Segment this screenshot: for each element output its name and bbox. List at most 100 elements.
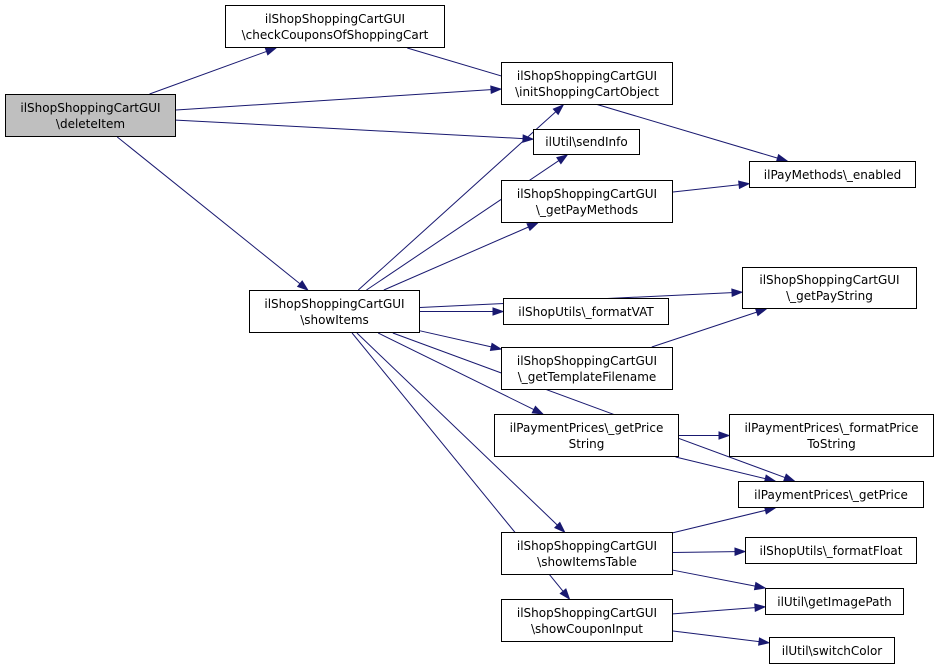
node-line: \_getTemplateFilename (517, 369, 657, 384)
edge-line (419, 330, 492, 348)
arrowhead-icon (738, 180, 751, 190)
edge-showItems-to-formatVAT (420, 307, 505, 316)
node-formatPriceToString[interactable]: ilPaymentPrices\_formatPrice ToString (729, 414, 934, 457)
edge-showItemsTable-to-getImagePath (672, 569, 767, 591)
edge-line (383, 226, 529, 291)
node-line: ilShopShoppingCartGUI (516, 605, 658, 620)
node-getPayString[interactable]: ilShopShoppingCartGUI \_getPayString (742, 267, 917, 309)
edge-getPriceString-to-formatPrice (679, 431, 731, 440)
arrowhead-icon (734, 547, 747, 556)
edge-line (356, 332, 558, 526)
node-line: ilPayMethods\_enabled (763, 167, 902, 182)
node-line: ilShopShoppingCartGUI (516, 186, 658, 201)
edge-showItems-to-getPriceString (377, 332, 545, 415)
arrowhead-icon (552, 104, 565, 116)
edge-showItems-to-getPrice (392, 332, 796, 482)
node-line: \showItems (300, 312, 369, 327)
arrowhead-icon (754, 603, 767, 612)
edge-deleteItem-to-initCart (175, 85, 503, 111)
arrowhead-icon (753, 581, 767, 591)
node-deleteItem[interactable]: ilShopShoppingCartGUI \deleteItem (5, 94, 176, 137)
edge-showCouponInput-to-getImagePath (672, 603, 767, 615)
edge-deleteItem-to-showItems (116, 136, 309, 291)
node-getPayMethods[interactable]: ilShopShoppingCartGUI \_getPayMethods (501, 180, 673, 223)
edge-showItemsTable-to-formatFloat (672, 547, 747, 556)
edge-line (672, 509, 766, 534)
edge-deleteItem-to-checkCoupons (149, 47, 278, 95)
node-switchColor[interactable]: ilUtil\switchColor (769, 637, 895, 664)
node-line: ilPaymentPrices\_formatPrice (744, 420, 919, 435)
node-formatFloat[interactable]: ilShopUtils\_formatFloat (745, 537, 917, 564)
node-getPrice[interactable]: ilPaymentPrices\_getPrice (738, 481, 924, 508)
node-line: \showItemsTable (537, 554, 637, 569)
edge-showItems-to-showItemsTable (356, 332, 566, 534)
node-line: \_getPayString (786, 289, 873, 303)
node-line: ilPaymentPrices\_getPrice (509, 420, 664, 435)
edge-deleteItem-to-sendInfo (175, 119, 535, 143)
edge-line (392, 332, 786, 479)
node-showCouponInput[interactable]: ilShopShoppingCartGUI \showCouponInput (501, 599, 673, 642)
arrowhead-icon (718, 431, 731, 440)
node-line: ilShopShoppingCartGUI (264, 11, 406, 26)
arrowhead-icon (522, 134, 535, 143)
edge-line (651, 311, 757, 348)
edge-showItemsTable-to-getPrice (672, 506, 777, 534)
node-showItems[interactable]: ilShopShoppingCartGUI \showItems (249, 290, 420, 333)
node-line: ilShopUtils\_formatVAT (518, 304, 654, 319)
arrowhead-icon (526, 222, 540, 232)
node-getImagePath[interactable]: ilUtil\getImagePath (765, 588, 904, 615)
arrowhead-icon (489, 342, 503, 351)
node-line: \_getPayMethods (535, 202, 639, 217)
node-line: \initShoppingCartObject (515, 84, 659, 99)
edge-line (116, 136, 301, 285)
node-line: ilShopShoppingCartGUI (516, 68, 658, 83)
edge-line (149, 50, 267, 95)
edge-showItems-to-initCart (357, 104, 565, 291)
arrowhead-icon (492, 307, 505, 316)
node-getPriceString[interactable]: ilPaymentPrices\_getPrice String (494, 414, 679, 457)
edge-line (377, 332, 535, 411)
arrowhead-icon (758, 637, 771, 646)
node-line: ilShopShoppingCartGUI (516, 353, 658, 368)
node-formatVAT[interactable]: ilShopUtils\_formatVAT (503, 298, 669, 325)
node-line: ilPaymentPrices\_getPrice (754, 487, 908, 502)
edge-getTemplateFile-to-getPayString (651, 308, 768, 348)
node-initShoppingCartObject[interactable]: ilShopShoppingCartGUI \initShoppingCartO… (501, 62, 673, 105)
node-line: \checkCouponsOfShoppingCart (241, 27, 429, 42)
edge-showCouponInput-to-switchColor (672, 630, 771, 646)
edge-getPriceString-to-getPrice (675, 456, 777, 483)
node-line: ilShopShoppingCartGUI (516, 538, 658, 553)
arrowhead-icon (554, 521, 566, 534)
edge-getPayMethods-to-payEnabled (672, 180, 751, 193)
node-checkCouponsOfShoppingCart[interactable]: ilShopShoppingCartGUI \checkCouponsOfSho… (225, 5, 445, 48)
node-line: ilShopShoppingCartGUI (20, 100, 161, 115)
arrowhead-icon (556, 154, 569, 165)
arrowhead-icon (490, 85, 503, 95)
node-line: ilUtil\sendInfo (545, 135, 628, 149)
arrowhead-icon (783, 473, 796, 482)
edge-showItems-to-getPayMethods (383, 222, 540, 291)
edge-line (357, 111, 557, 291)
edge-line (175, 119, 524, 140)
node-line: ilShopShoppingCartGUI (264, 296, 405, 311)
arrowhead-icon (531, 405, 545, 415)
arrowhead-icon (731, 288, 744, 297)
node-sendInfo[interactable]: ilUtil\sendInfo (533, 129, 640, 155)
node-line: ilShopShoppingCartGUI (759, 273, 900, 287)
node-payMethods-enabled[interactable]: ilPayMethods\_enabled (749, 161, 916, 188)
node-line: \showCouponInput (530, 621, 644, 636)
node-line: ilUtil\getImagePath (777, 594, 892, 609)
edge-line (672, 569, 756, 587)
node-line: ilUtil\switchColor (781, 643, 883, 658)
edge-showItems-to-getTemplateFile (419, 330, 503, 351)
edge-line (672, 184, 740, 193)
node-line: ilShopUtils\_formatFloat (759, 543, 903, 558)
arrowhead-icon (296, 280, 309, 291)
node-line: ToString (807, 436, 856, 451)
node-getTemplateFilename[interactable]: ilShopShoppingCartGUI \_getTemplateFilen… (501, 347, 673, 390)
edge-line (672, 630, 760, 643)
node-showItemsTable[interactable]: ilShopShoppingCartGUI \showItemsTable (501, 532, 673, 575)
edge-line (675, 456, 766, 480)
arrowhead-icon (754, 308, 768, 317)
